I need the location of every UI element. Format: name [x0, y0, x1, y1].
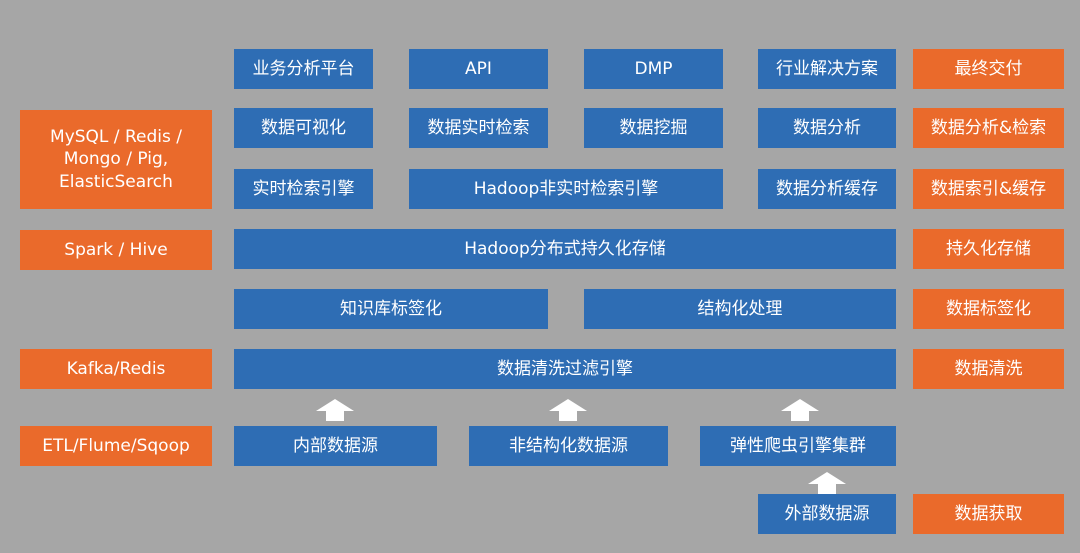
left-queue-tools: Kafka/Redis — [20, 349, 212, 389]
left-compute-tools: Spark / Hive — [20, 230, 212, 270]
realtime-search: 数据实时检索 — [409, 108, 548, 148]
business-analysis-platform: 业务分析平台 — [234, 49, 373, 89]
up-arrow-icon — [549, 399, 587, 421]
up-arrow-icon — [316, 399, 354, 421]
data-visualization: 数据可视化 — [234, 108, 373, 148]
hadoop-nonrealtime-engine: Hadoop非实时检索引擎 — [409, 169, 723, 209]
right-persistent-storage: 持久化存储 — [913, 229, 1064, 269]
elastic-crawler-cluster: 弹性爬虫引擎集群 — [700, 426, 896, 466]
right-data-tagging: 数据标签化 — [913, 289, 1064, 329]
knowledge-base-tagging: 知识库标签化 — [234, 289, 548, 329]
data-mining: 数据挖掘 — [584, 108, 723, 148]
external-data-source: 外部数据源 — [758, 494, 896, 534]
left-storage-tools: MySQL / Redis / Mongo / Pig, ElasticSear… — [20, 110, 212, 209]
unstructured-data-source: 非结构化数据源 — [469, 426, 668, 466]
data-analysis: 数据分析 — [758, 108, 896, 148]
right-final-delivery: 最终交付 — [913, 49, 1064, 89]
up-arrow-icon — [781, 399, 819, 421]
data-cleaning-engine: 数据清洗过滤引擎 — [234, 349, 896, 389]
hadoop-distributed-storage: Hadoop分布式持久化存储 — [234, 229, 896, 269]
internal-data-source: 内部数据源 — [234, 426, 437, 466]
up-arrow-icon — [808, 472, 846, 494]
dmp-box: DMP — [584, 49, 723, 89]
realtime-search-engine: 实时检索引擎 — [234, 169, 373, 209]
analysis-cache: 数据分析缓存 — [758, 169, 896, 209]
right-index-cache: 数据索引&缓存 — [913, 169, 1064, 209]
industry-solution: 行业解决方案 — [758, 49, 896, 89]
structured-processing: 结构化处理 — [584, 289, 896, 329]
right-data-acquisition: 数据获取 — [913, 494, 1064, 534]
left-etl-tools: ETL/Flume/Sqoop — [20, 426, 212, 466]
api-box: API — [409, 49, 548, 89]
right-analysis-search: 数据分析&检索 — [913, 108, 1064, 148]
right-data-cleaning: 数据清洗 — [913, 349, 1064, 389]
